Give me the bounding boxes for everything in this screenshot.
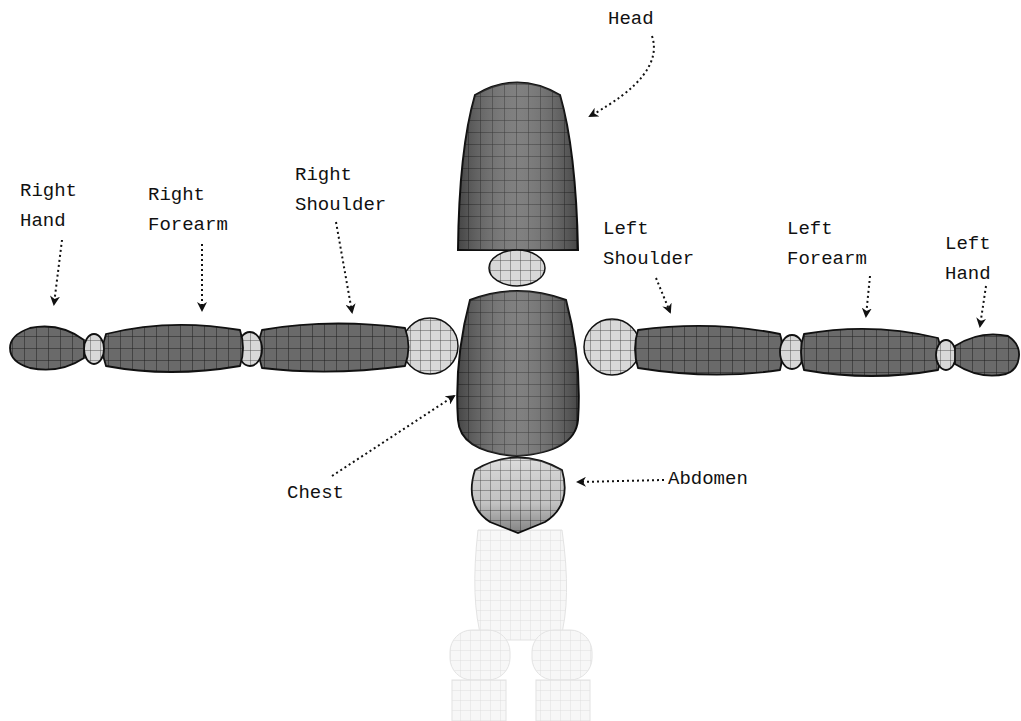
part-label: Abdomen — [668, 464, 748, 494]
part-label: Head — [608, 4, 654, 34]
part-label: Right Forearm — [148, 180, 228, 240]
part-label: Left Forearm — [787, 214, 867, 274]
part-label: Right Hand — [20, 176, 77, 236]
part-label: Left Hand — [945, 229, 991, 289]
part-label: Chest — [287, 478, 344, 508]
leader-line — [54, 36, 986, 482]
part-label: Right Shoulder — [295, 160, 386, 220]
part-label: Left Shoulder — [603, 214, 694, 274]
